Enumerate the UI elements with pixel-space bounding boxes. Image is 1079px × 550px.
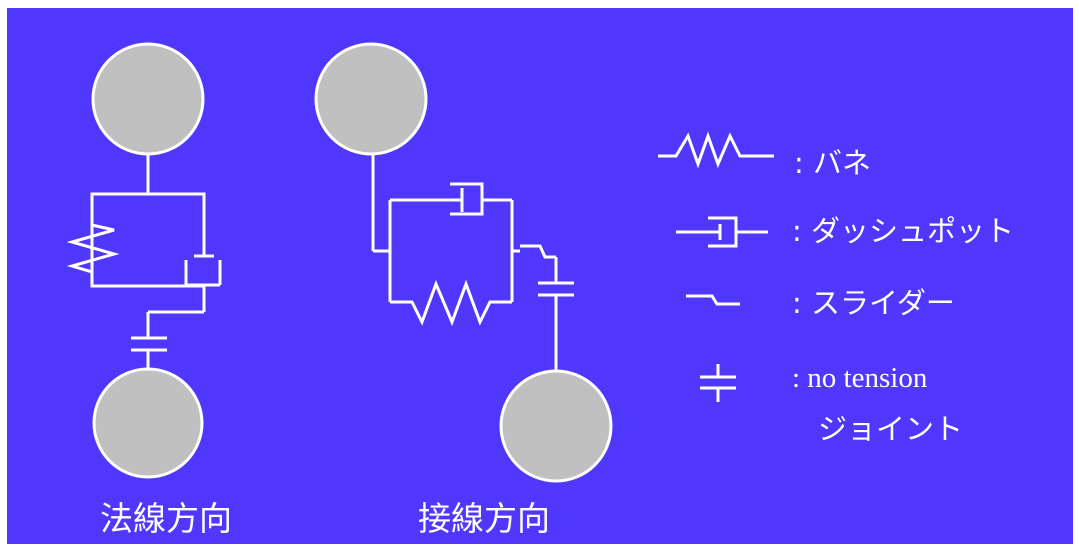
spring-tangential bbox=[390, 279, 512, 327]
bottom-node-tangential bbox=[499, 369, 613, 483]
tangential-direction-model bbox=[314, 42, 613, 483]
legend-joint-label-line1: : no tension bbox=[792, 362, 928, 394]
legend-spring-symbol bbox=[658, 131, 774, 169]
spring-normal bbox=[66, 220, 206, 288]
top-node-normal bbox=[91, 42, 205, 156]
caption-normal-direction: 法線方向 bbox=[100, 499, 232, 538]
legend-symbols bbox=[658, 131, 774, 402]
bottom-node-normal bbox=[92, 367, 204, 479]
legend-dashpot-label: : ダッシュポット bbox=[792, 214, 1014, 248]
normal-direction-model bbox=[66, 42, 222, 479]
legend-joint-label-line2: ジョイント bbox=[818, 412, 964, 446]
legend-slider-symbol bbox=[686, 294, 740, 306]
legend-slider-label: : スライダー bbox=[792, 286, 955, 320]
slider-tangential bbox=[520, 244, 556, 259]
top-node-tangential bbox=[314, 42, 428, 156]
parallel-frame-normal-top bbox=[90, 192, 206, 286]
caption-tangential-direction: 接線方向 bbox=[418, 499, 550, 538]
legend-spring-label: : バネ bbox=[794, 146, 871, 180]
